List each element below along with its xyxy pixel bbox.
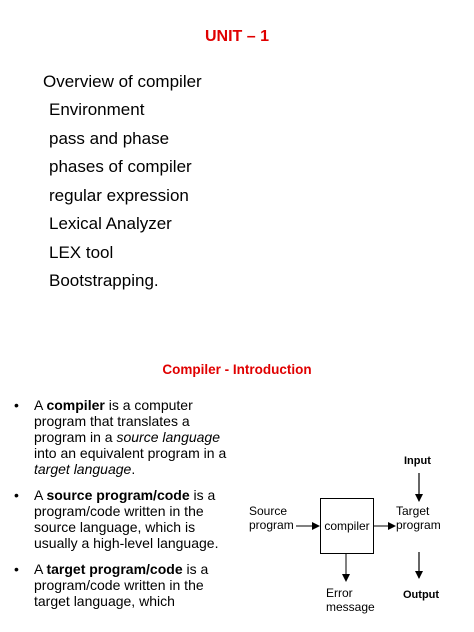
- bullet-text: is a program/code written in the source …: [34, 487, 219, 551]
- topic-item: pass and phase: [49, 129, 170, 148]
- output-label: Output: [403, 589, 440, 601]
- bullet-text: is a computer program that translates a …: [34, 397, 193, 445]
- compiler-label: compiler: [324, 519, 370, 533]
- compiler-diagram: Source program compiler Target program E…: [232, 448, 474, 632]
- bullet-item: • A target program/code is a program/cod…: [14, 561, 229, 609]
- bullet-item: • A compiler is a computer program that …: [14, 397, 229, 477]
- bullet-marker: •: [14, 487, 19, 503]
- bullet-text: A: [34, 561, 47, 577]
- bullet-term: compiler: [46, 397, 105, 413]
- topic-item: Environment: [49, 100, 145, 119]
- bullet-marker: •: [14, 561, 19, 577]
- bullet-emphasis: source language: [116, 429, 221, 445]
- topic-item: Lexical Analyzer: [49, 214, 172, 233]
- bullet-text: A: [34, 397, 47, 413]
- bullet-list: • A compiler is a computer program that …: [14, 397, 229, 619]
- topic-item: LEX tool: [49, 243, 114, 262]
- compiler-box: compiler: [320, 498, 374, 554]
- source-label: Source: [249, 504, 288, 518]
- topic-item: Bootstrapping.: [49, 271, 159, 290]
- source-label: program: [249, 518, 294, 532]
- bullet-text: is a program/code written in the target …: [34, 561, 209, 609]
- target-label: Target: [396, 504, 430, 518]
- section-title: Compiler - Introduction: [162, 362, 312, 377]
- bullet-text: .: [131, 461, 136, 477]
- error-label: message: [326, 600, 375, 614]
- bullet-item: • A source program/code is a program/cod…: [14, 487, 229, 551]
- bullet-text: into an equivalent program in a: [34, 445, 227, 461]
- target-label: program: [396, 518, 441, 532]
- bullet-text: A: [34, 487, 47, 503]
- topic-item: phases of compiler: [49, 157, 192, 176]
- unit-title: UNIT – 1: [204, 28, 269, 45]
- topic-item: regular expression: [49, 186, 189, 205]
- input-label: Input: [404, 455, 431, 467]
- bullet-emphasis: target language: [34, 461, 132, 477]
- topic-item: Overview of compiler: [43, 72, 202, 91]
- diagram-arrows: [296, 473, 423, 582]
- bullet-term: source program/code: [46, 487, 190, 503]
- bullet-marker: •: [14, 397, 19, 413]
- bullet-term: target program/code: [46, 561, 183, 577]
- error-label: Error: [326, 586, 353, 600]
